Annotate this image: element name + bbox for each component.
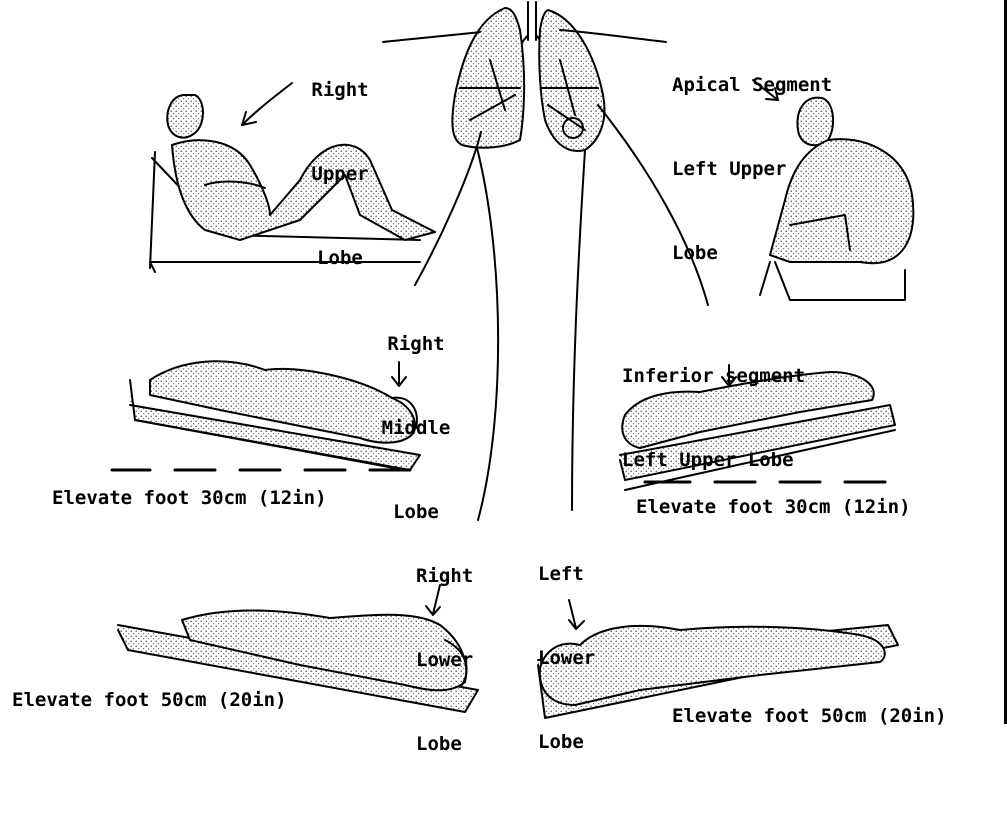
label-line: Right: [416, 562, 473, 590]
patient-reclined-right-upper: [150, 95, 435, 272]
label-line: Apical Segment: [672, 71, 832, 99]
label-line: Lobe: [416, 730, 473, 758]
label-apical-segment-left-upper-lobe: Apical Segment Left Upper Lobe: [672, 15, 832, 323]
label-line: Lower: [416, 646, 473, 674]
label-line: Lobe: [538, 728, 595, 756]
label-line: Left Upper: [672, 155, 832, 183]
label-elevate-foot-50-right: Elevate foot 50cm (20in): [672, 702, 947, 730]
postural-drainage-diagram: Right Upper Lobe Apical Segment Left Upp…: [0, 0, 1007, 724]
right-lung: [452, 8, 524, 148]
label-right-lower-lobe: Right Lower Lobe: [416, 506, 473, 814]
diagram-drawing: [0, 0, 1007, 724]
label-elevate-foot-50-left: Elevate foot 50cm (20in): [12, 686, 287, 714]
label-line: Left Upper Lobe: [622, 446, 805, 474]
lungs-diagram: [452, 2, 604, 151]
label-line: Lower: [538, 644, 595, 672]
label-left-lower-lobe: Left Lower Lobe: [538, 504, 595, 812]
label-elevate-foot-30-left: Elevate foot 30cm (12in): [52, 484, 327, 512]
label-line: Lobe: [298, 244, 382, 272]
label-line: Lobe: [672, 239, 832, 267]
label-line: Upper: [298, 160, 382, 188]
label-elevate-foot-30-right: Elevate foot 30cm (12in): [636, 493, 911, 521]
label-line: Right: [370, 330, 462, 358]
label-line: Inferior segment: [622, 362, 805, 390]
label-line: Left: [538, 560, 595, 588]
label-line: Middle: [370, 414, 462, 442]
label-line: Right: [298, 76, 382, 104]
